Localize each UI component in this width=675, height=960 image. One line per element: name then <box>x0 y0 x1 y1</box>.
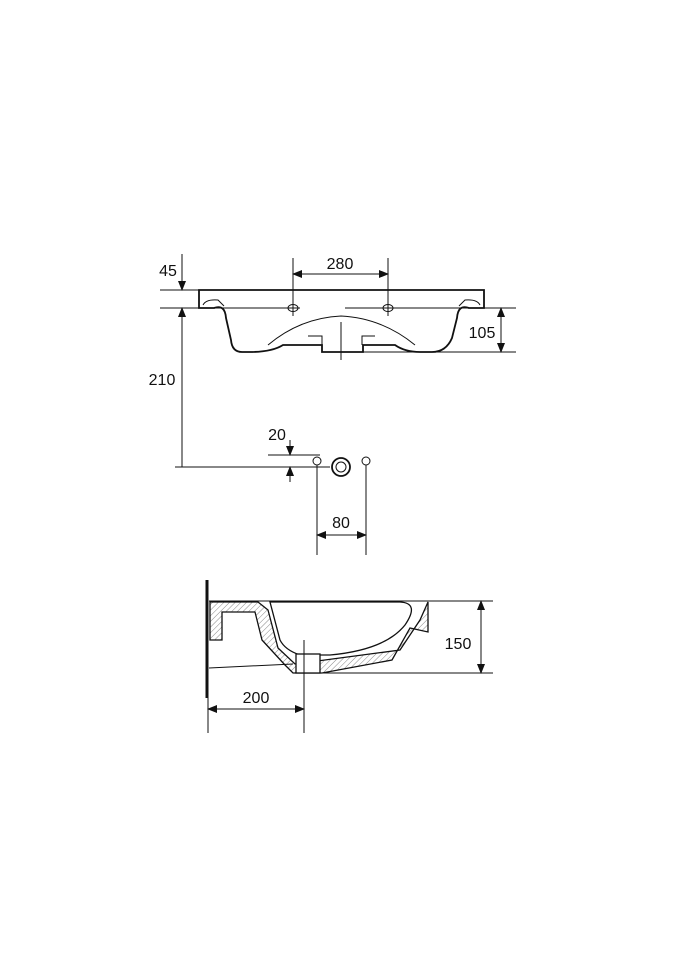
drain-hole <box>331 457 351 477</box>
left-overflow <box>202 299 225 307</box>
dim-80: 80 <box>332 515 350 532</box>
dim-280: 280 <box>327 256 354 273</box>
dim-105: 105 <box>469 325 496 342</box>
hole-right <box>361 456 371 466</box>
dim-20: 20 <box>268 427 286 444</box>
hole-view: 20 80 <box>268 427 371 555</box>
top-view: 280 45 210 105 <box>149 254 516 468</box>
basin-section <box>209 601 429 674</box>
dim-200: 200 <box>243 690 270 707</box>
dim-45: 45 <box>159 263 177 280</box>
bowl-arch <box>267 315 416 346</box>
dim-210: 210 <box>149 372 176 389</box>
right-overflow <box>458 299 481 307</box>
side-view: 150 200 <box>205 580 493 733</box>
hole-left <box>312 456 322 466</box>
drain-section <box>295 653 321 674</box>
dim-150: 150 <box>445 636 472 653</box>
